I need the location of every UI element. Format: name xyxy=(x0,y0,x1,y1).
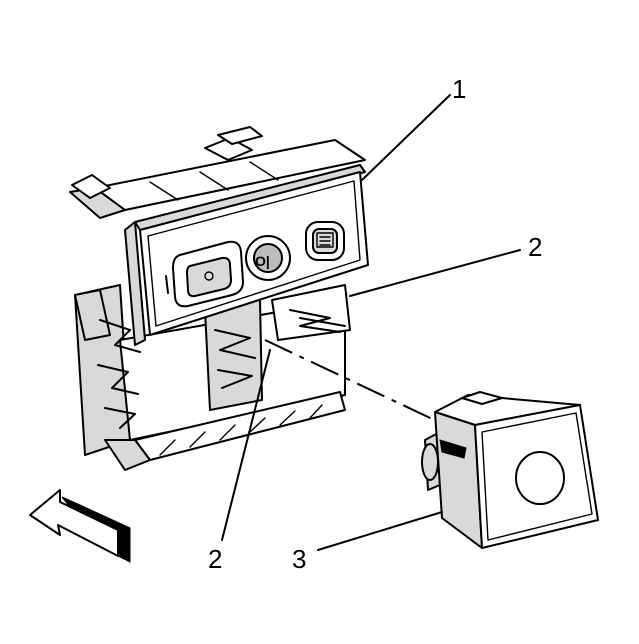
callout-3: 3 xyxy=(292,544,306,574)
switch-housing xyxy=(69,126,366,471)
left-button[interactable] xyxy=(165,240,244,308)
callout-1: 1 xyxy=(452,74,466,104)
center-knob[interactable]: O| xyxy=(245,235,291,281)
switch-module xyxy=(421,391,599,549)
alignment-line xyxy=(264,339,446,426)
callout-2-lower: 2 xyxy=(208,544,222,574)
o-off-knob-icon: O| xyxy=(255,253,270,269)
callout-2-upper: 2 xyxy=(528,232,542,262)
forward-arrow-icon xyxy=(29,489,131,563)
defrost-rear-icon xyxy=(316,232,334,248)
leader-lines xyxy=(221,94,521,551)
square-button-icon xyxy=(204,271,214,281)
right-button[interactable] xyxy=(305,221,345,261)
module-button[interactable] xyxy=(515,451,565,505)
